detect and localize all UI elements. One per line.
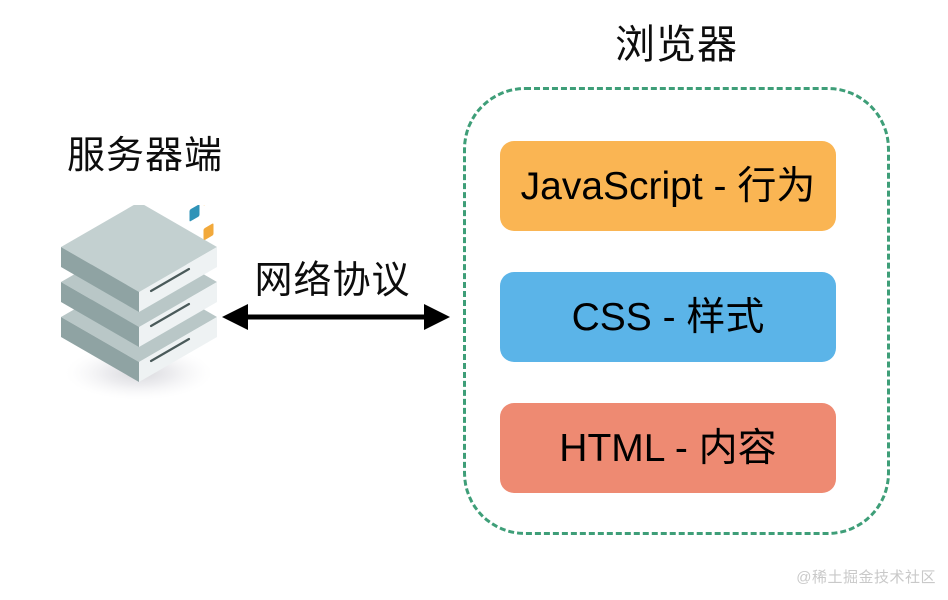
layer-box-css-style[interactable]: CSS - 样式 xyxy=(500,272,836,362)
layer-label: HTML - 内容 xyxy=(559,426,777,470)
layer-label: JavaScript - 行为 xyxy=(520,164,816,208)
layer-box-html-content[interactable]: HTML - 内容 xyxy=(500,403,836,493)
network-protocol-label: 网络协议 xyxy=(254,260,411,302)
browser-title: 浏览器 xyxy=(615,23,738,67)
layer-label: CSS - 样式 xyxy=(571,295,765,339)
server-stack-icon xyxy=(55,153,235,400)
server-side-title: 服务器端 xyxy=(66,135,223,177)
watermark: @稀土掘金技术社区 xyxy=(796,569,936,586)
layer-box-javascript-behavior[interactable]: JavaScript - 行为 xyxy=(500,141,836,231)
double-arrow-icon xyxy=(222,300,450,334)
